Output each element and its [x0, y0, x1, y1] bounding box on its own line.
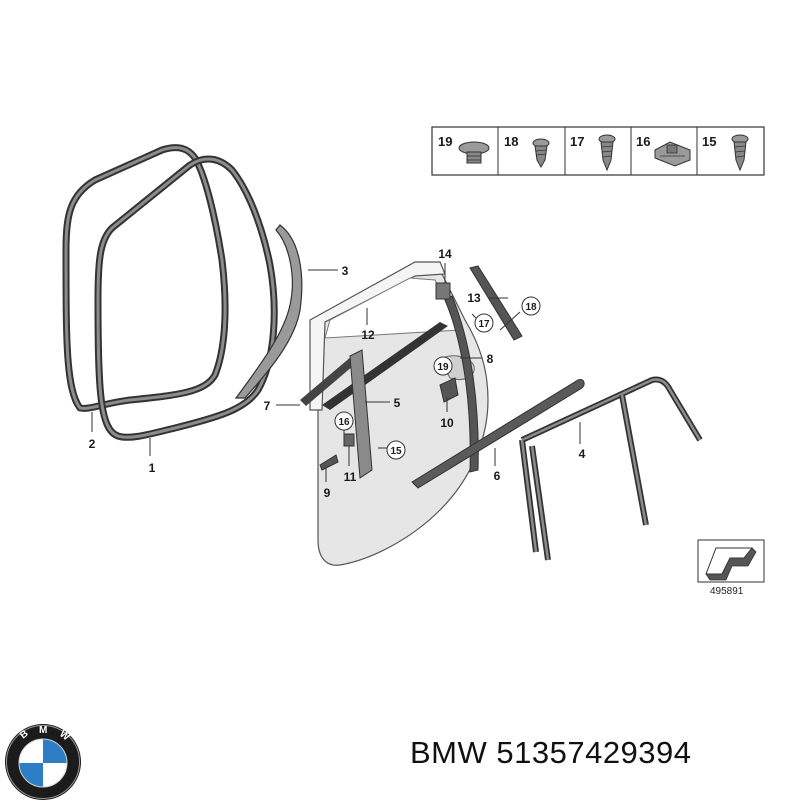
callout-5: 5 — [394, 396, 401, 410]
short-screw-icon — [532, 138, 550, 169]
callout-circle-19b: 19 — [433, 356, 453, 376]
hardware-label-15: 15 — [702, 134, 716, 149]
callout-8: 8 — [487, 352, 494, 366]
trim-bracket — [439, 377, 459, 403]
hardware-label-18: 18 — [504, 134, 518, 149]
clip-nut-icon — [654, 141, 691, 167]
callout-12: 12 — [361, 328, 375, 342]
small-clip-9 — [319, 454, 339, 471]
reference-pictogram — [697, 539, 765, 583]
window-channel — [444, 295, 479, 473]
svg-text:16: 16 — [338, 417, 350, 428]
svg-text:M: M — [39, 725, 47, 736]
pillar-strip — [234, 224, 303, 399]
part-number-caption: BMW 51357429394 — [410, 735, 692, 770]
door-seal-inner — [94, 155, 278, 441]
hardware-label-16: 16 — [636, 134, 650, 149]
callout-circle-15: 15 — [386, 440, 406, 460]
callout-14: 14 — [438, 247, 452, 261]
callout-circle-16: 16 — [334, 411, 354, 431]
callout-7: 7 — [264, 399, 271, 413]
pillar-cover — [349, 349, 373, 479]
callout-4: 4 — [579, 447, 586, 461]
door-seal-outer — [62, 144, 229, 412]
leader-lines — [91, 263, 581, 482]
svg-text:15: 15 — [390, 446, 402, 457]
callout-9: 9 — [324, 486, 331, 500]
tapping-screw-icon — [731, 134, 749, 172]
callout-3: 3 — [342, 264, 349, 278]
callout-2: 2 — [89, 437, 96, 451]
hardware-label-19: 19 — [438, 134, 452, 149]
svg-text:18: 18 — [525, 302, 537, 313]
door-seal-strip — [300, 356, 360, 406]
callout-circle-18: 18 — [521, 296, 541, 316]
callout-13: 13 — [467, 291, 481, 305]
waist-strip — [411, 379, 585, 489]
hardware-label-17: 17 — [570, 134, 584, 149]
flat-head-screw-icon — [458, 141, 490, 164]
rear-door-panel — [309, 261, 489, 566]
callout-10: 10 — [440, 416, 454, 430]
callout-6: 6 — [494, 469, 501, 483]
corner-clip — [435, 282, 451, 300]
callout-11: 11 — [344, 470, 357, 484]
bmw-logo: B M W — [5, 724, 81, 800]
callout-circle-17: 17 — [474, 313, 494, 333]
reference-number: 495891 — [710, 586, 744, 597]
hardware-strip: 19 18 17 16 15 — [431, 126, 765, 176]
svg-text:17: 17 — [478, 319, 490, 330]
svg-text:19: 19 — [437, 362, 449, 373]
window-frame-seal — [519, 376, 703, 561]
tapping-screw-icon — [598, 134, 616, 172]
small-clip-11 — [343, 433, 355, 447]
callout-1: 1 — [149, 461, 156, 475]
